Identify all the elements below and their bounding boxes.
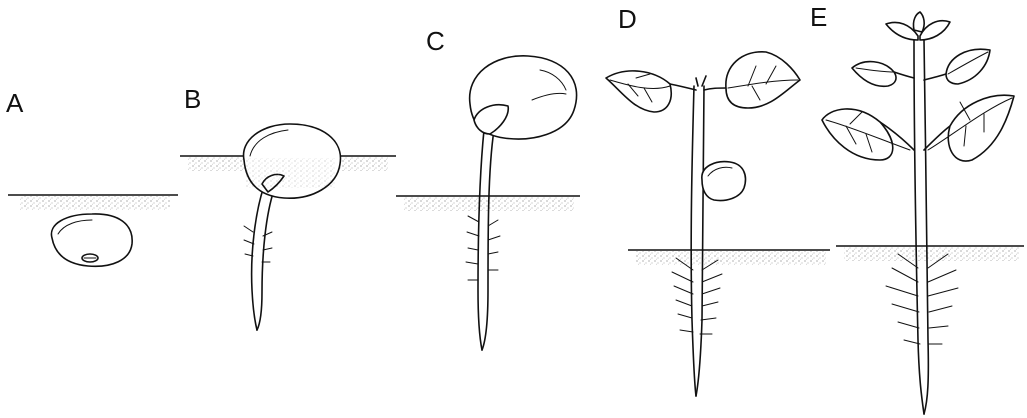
roots-e <box>886 254 958 344</box>
stage-label-d: D <box>618 4 637 34</box>
stage-label-a: A <box>6 88 24 118</box>
stage-label-b: B <box>184 84 201 114</box>
stage-c: C <box>396 26 580 350</box>
leaf-e-lower-left <box>822 109 914 160</box>
stage-b: B <box>180 84 396 330</box>
soil-line-a <box>8 195 178 210</box>
stem-e <box>914 40 928 414</box>
stem-d <box>691 86 704 396</box>
stem-c <box>466 130 500 350</box>
seed-a <box>51 214 132 266</box>
roots-d <box>672 258 722 334</box>
seed-c <box>470 56 577 139</box>
root-b <box>244 186 274 330</box>
leaf-e-upper-left <box>852 62 914 87</box>
leaf-e-lower-right <box>924 95 1014 161</box>
soil-line-d <box>628 250 830 265</box>
leaf-d-left <box>606 71 696 112</box>
leaf-e-upper-right <box>924 49 990 84</box>
cotyledon-d <box>702 162 746 201</box>
soil-line-e <box>836 246 1024 261</box>
stage-a: A <box>6 88 178 266</box>
leaf-d-right <box>704 52 800 108</box>
stage-label-c: C <box>426 26 445 56</box>
stage-d: D <box>606 4 830 396</box>
stage-label-e: E <box>810 2 827 32</box>
stage-e: E <box>810 2 1024 414</box>
seed-b <box>244 124 341 198</box>
terminal-bud-e <box>886 12 950 40</box>
bud-d <box>696 76 706 86</box>
